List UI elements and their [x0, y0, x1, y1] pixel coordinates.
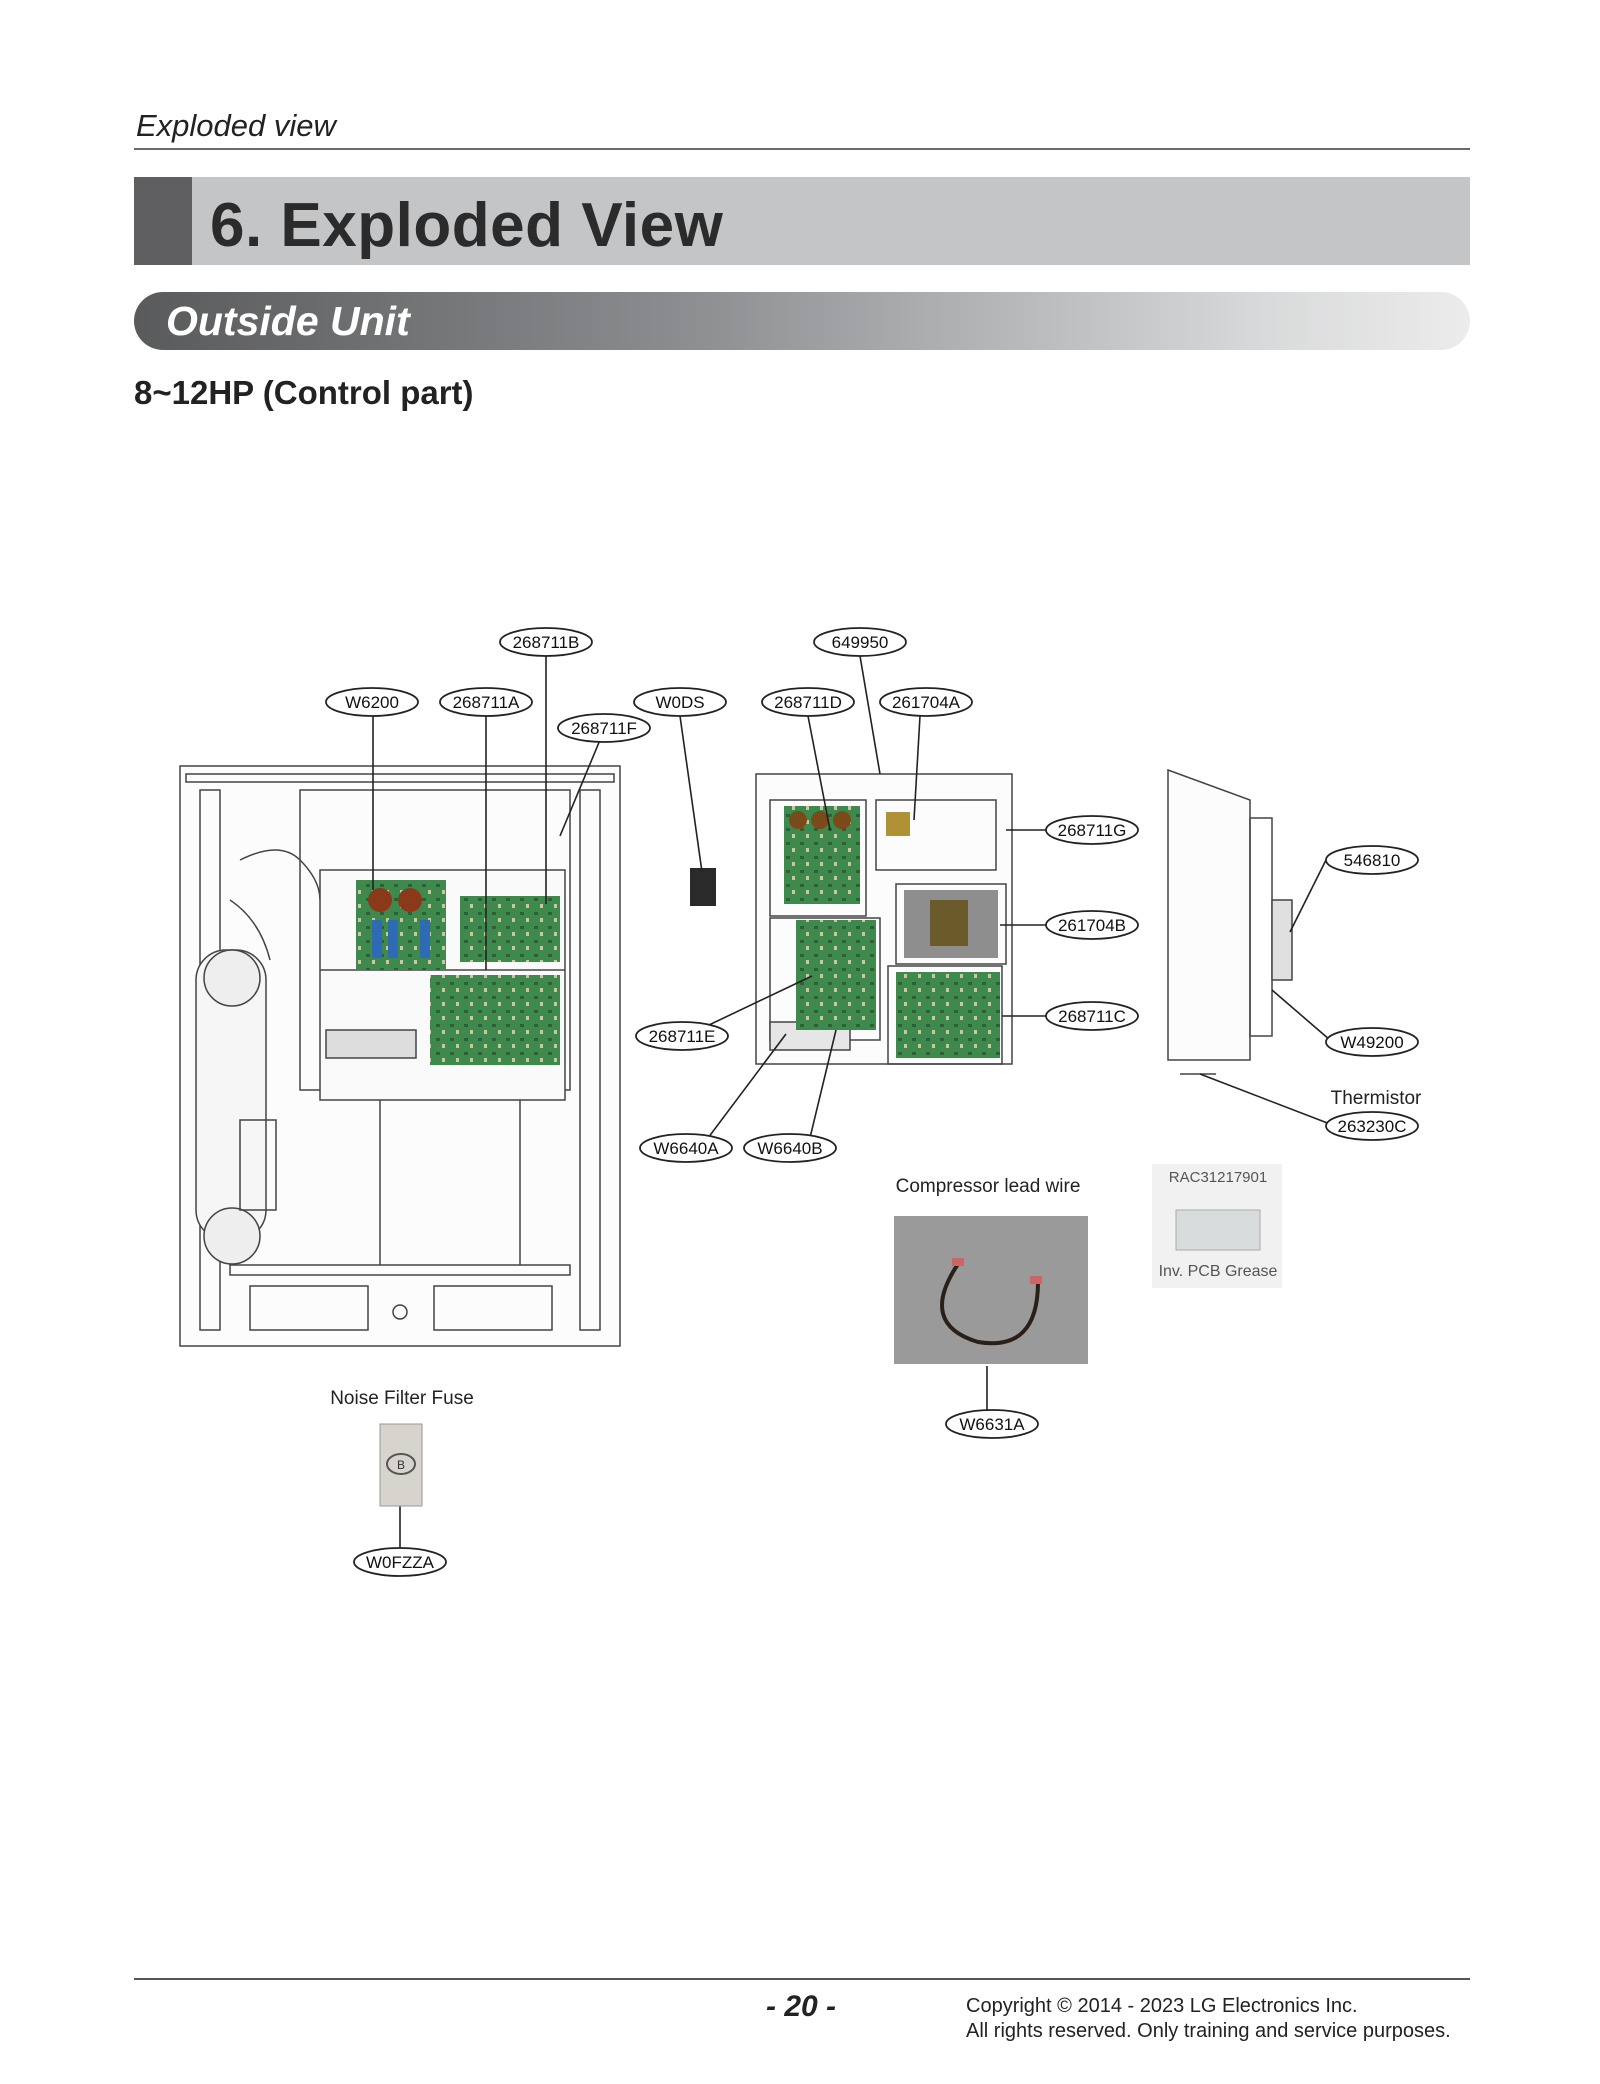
- exploded-view-diagram: 268711B 649950 W6200 268711A W0DS 268711…: [179, 627, 1422, 1577]
- callout-W6640B: W6640B: [757, 1139, 822, 1158]
- callout-268711A-oval: [439, 687, 533, 717]
- page-number: - 20 -: [766, 1990, 837, 2023]
- callout-649950: 649950: [832, 633, 889, 652]
- copyright-notice: Copyright © 2014 - 2023 LG Electronics I…: [966, 1994, 1451, 2044]
- grease-name-label: Inv. PCB Grease: [1159, 1263, 1278, 1280]
- callout-268711E-oval: [635, 1021, 729, 1051]
- callout-263230C-oval: [1325, 1111, 1419, 1141]
- callout-W49200-oval: [1325, 1027, 1419, 1057]
- main-pcb-upper: [460, 896, 560, 962]
- callout-268711F-oval: [557, 713, 651, 743]
- callout-546810: 546810: [1344, 851, 1401, 870]
- fuse-marking: B: [397, 1458, 405, 1472]
- copyright-line-2: All rights reserved. Only training and s…: [966, 2020, 1451, 2042]
- w0ds-component: [690, 868, 716, 906]
- callout-261704A: 261704A: [892, 693, 961, 712]
- callout-W6640B-oval: [743, 1133, 837, 1163]
- callout-W0DS-oval: [633, 687, 727, 717]
- callout-W0FZZA-oval: [353, 1547, 447, 1577]
- title-band: [134, 177, 1470, 265]
- callout-261704A-oval: [879, 687, 973, 717]
- callout-W6631A: W6631A: [959, 1415, 1025, 1434]
- callout-268711C-oval: [1045, 1001, 1139, 1031]
- compressor-lead-wire-label: Compressor lead wire: [896, 1176, 1081, 1197]
- callout-268711A: 268711A: [453, 693, 520, 712]
- page-title: 6. Exploded View: [210, 191, 724, 260]
- callout-W0FZZA: W0FZZA: [366, 1553, 435, 1572]
- callout-261704B: 261704B: [1058, 916, 1126, 935]
- section-title: 8~12HP (Control part): [134, 374, 474, 411]
- callout-W6200-oval: [325, 687, 419, 717]
- header-divider: [134, 148, 1470, 150]
- grease-code-label: RAC31217901: [1169, 1169, 1267, 1186]
- callout-268711C: 268711C: [1058, 1007, 1126, 1026]
- leader-lines: [372, 655, 1331, 1550]
- main-pcb-lower: [430, 975, 560, 1065]
- thermistor-label: Thermistor: [1331, 1088, 1422, 1109]
- callout-649950-oval: [813, 627, 907, 657]
- callout-W0DS: W0DS: [655, 693, 704, 712]
- callout-268711G-oval: [1045, 815, 1139, 845]
- callout-268711G: 268711G: [1058, 821, 1127, 840]
- callout-W6640A-oval: [639, 1133, 733, 1163]
- footer-divider: [134, 1978, 1470, 1980]
- callout-W49200: W49200: [1340, 1033, 1403, 1052]
- noise-filter-fuse-label: Noise Filter Fuse: [330, 1388, 474, 1409]
- lead-wire-shape: [940, 1262, 1040, 1346]
- callout-546810-oval: [1325, 845, 1419, 875]
- copyright-line-1: Copyright © 2014 - 2023 LG Electronics I…: [966, 1995, 1358, 2017]
- callout-268711F: 268711F: [571, 719, 637, 738]
- callout-W6631A-oval: [945, 1409, 1039, 1439]
- header-section-label: Exploded view: [136, 108, 336, 143]
- subtitle-band: [134, 292, 1470, 350]
- compressor-lead-wire-photo: [894, 1216, 1088, 1364]
- callout-W6200: W6200: [345, 693, 399, 712]
- title-accent-block: [134, 177, 192, 265]
- callout-261704B-oval: [1045, 910, 1139, 940]
- side-panel: [1167, 768, 1293, 1075]
- callout-W6640A: W6640A: [653, 1139, 719, 1158]
- callout-268711B-oval: [499, 627, 593, 657]
- callout-268711D-oval: [761, 687, 855, 717]
- callout-263230C: 263230C: [1337, 1117, 1406, 1136]
- callout-268711E: 268711E: [649, 1027, 716, 1046]
- page-subtitle: Outside Unit: [166, 298, 410, 344]
- callout-268711B: 268711B: [513, 633, 580, 652]
- callout-268711D: 268711D: [774, 693, 842, 712]
